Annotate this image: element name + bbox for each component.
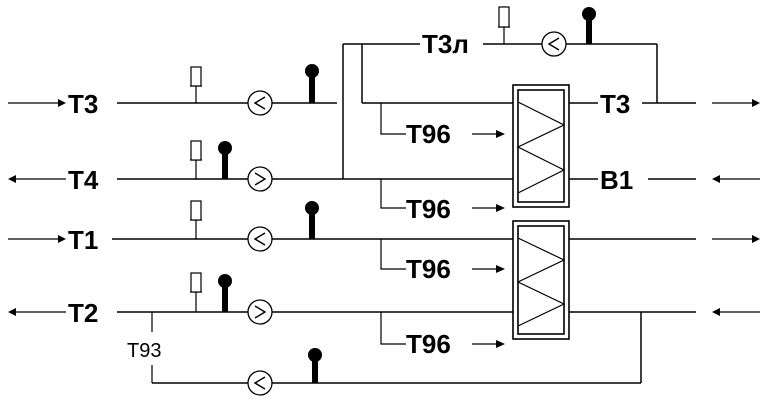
pump-icon [247, 166, 273, 192]
flow-meter-icon [190, 140, 202, 179]
arrow-right-icon [496, 265, 505, 273]
heat-exchanger-lower [512, 220, 760, 340]
row-t2-return: Т2 [8, 272, 513, 328]
drain-t96-4: Т96 [380, 312, 505, 359]
arrow-right-icon [752, 235, 760, 243]
pump-icon [247, 299, 273, 325]
label-t3l: Т3л [422, 29, 469, 59]
flow-meter-icon [190, 200, 202, 239]
thermometer-icon [305, 64, 319, 103]
t93-recirculation-loop: Т93 [127, 312, 642, 396]
label-t96: Т96 [406, 119, 451, 149]
thermometer-icon [308, 348, 322, 383]
arrow-right-icon [58, 235, 66, 243]
label-t93: Т93 [127, 340, 161, 362]
label-b1-in: В1 [600, 165, 633, 195]
row-t3-supply: Т3 [8, 64, 337, 119]
arrow-left-icon [712, 175, 720, 183]
thermometer-icon [218, 141, 232, 179]
pump-icon [247, 90, 273, 116]
arrow-right-icon [496, 204, 505, 212]
label-t3-in: Т3 [68, 89, 98, 119]
label-t96: Т96 [406, 329, 451, 359]
label-t96: Т96 [406, 194, 451, 224]
label-t3-out: Т3 [600, 89, 630, 119]
drain-t96-1: Т96 [380, 103, 505, 149]
pump-icon [247, 370, 273, 396]
arrow-right-icon [496, 130, 505, 138]
label-t96: Т96 [406, 254, 451, 284]
thermometer-icon [582, 7, 596, 44]
label-t4-out: Т4 [68, 165, 99, 195]
arrow-right-icon [58, 99, 66, 107]
arrow-left-icon [8, 175, 16, 183]
row-t1-supply: Т1 [8, 200, 513, 255]
flow-meter-icon [190, 272, 202, 312]
t3l-circulation-loop: Т3л [342, 6, 658, 179]
arrow-left-icon [712, 308, 720, 316]
drain-t96-3: Т96 [380, 239, 505, 284]
flow-meter-icon [190, 66, 202, 103]
drain-t96-2: Т96 [380, 179, 505, 224]
label-t2-out: Т2 [68, 298, 98, 328]
thermometer-icon [305, 201, 319, 239]
flow-meter-icon [498, 6, 510, 44]
arrow-right-icon [496, 340, 505, 348]
arrow-right-icon [752, 99, 760, 107]
row-t4-return: Т4 [8, 140, 513, 195]
pump-icon [541, 31, 567, 57]
pump-icon [247, 226, 273, 252]
heat-exchanger-upper: Т3 В1 [362, 84, 760, 208]
thermometer-icon [218, 274, 232, 312]
label-t1-in: Т1 [68, 225, 98, 255]
arrow-left-icon [8, 308, 16, 316]
